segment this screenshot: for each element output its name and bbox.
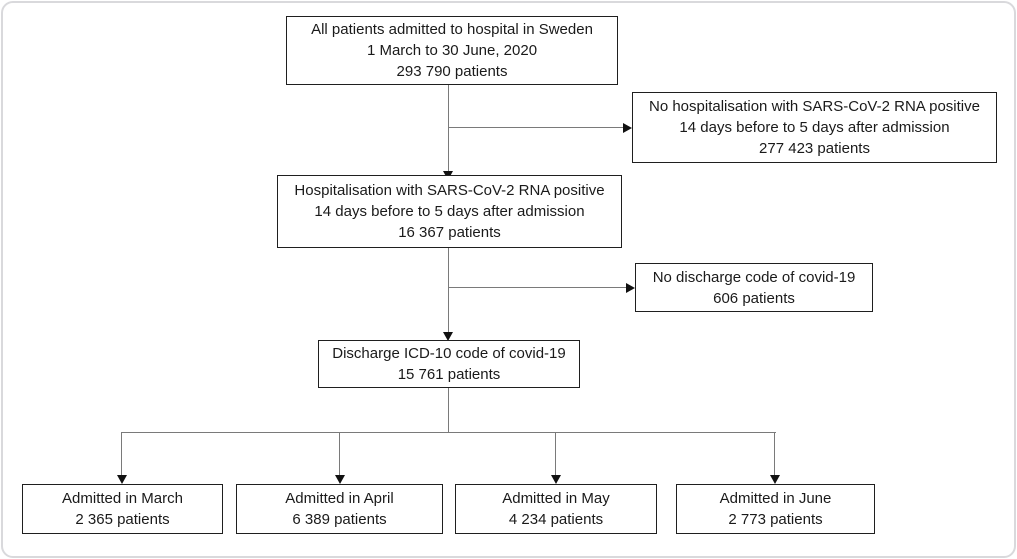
node-text-line: 1 March to 30 June, 2020: [366, 42, 538, 59]
connector-branch-no-hosp: [449, 127, 624, 129]
node-text-line: 15 761 patients: [397, 366, 501, 383]
flow-node-all-admitted: All patients admitted to hospital in Swe…: [286, 16, 618, 85]
node-text-line: 2 365 patients: [75, 511, 170, 528]
node-text-line: Admitted in April: [285, 490, 394, 507]
node-text-line: 4 234 patients: [508, 511, 604, 528]
node-text-line: Discharge ICD-10 code of covid-19: [332, 345, 566, 362]
flow-node-admitted-may: Admitted in May 4 234 patients: [455, 484, 657, 534]
node-text-line: 2 773 patients: [728, 511, 823, 528]
connector-drop-may: [555, 432, 557, 476]
flow-node-discharge-code: Discharge ICD-10 code of covid-19 15 761…: [318, 340, 580, 388]
flow-node-admitted-march: Admitted in March 2 365 patients: [22, 484, 223, 534]
flow-node-admitted-april: Admitted in April 6 389 patients: [236, 484, 443, 534]
node-text-line: 277 423 patients: [759, 140, 870, 157]
node-text-line: No discharge code of covid-19: [652, 268, 856, 286]
node-text-line: 606 patients: [713, 289, 795, 307]
arrowhead-down-icon: [117, 475, 127, 484]
node-text-line: Admitted in June: [719, 490, 832, 507]
node-text-line: All patients admitted to hospital in Swe…: [311, 21, 593, 38]
connector-drop-june: [774, 432, 776, 476]
node-text-line: 16 367 patients: [398, 224, 501, 241]
node-text-line: Admitted in March: [62, 490, 183, 507]
flow-node-hospitalisation: Hospitalisation with SARS-CoV-2 RNA posi…: [277, 175, 622, 248]
node-text-line: Hospitalisation with SARS-CoV-2 RNA posi…: [294, 182, 605, 199]
connector-split-horizontal: [122, 432, 776, 434]
flow-node-no-discharge-code: No discharge code of covid-19 606 patien…: [635, 263, 873, 312]
flow-node-no-hospitalisation: No hospitalisation with SARS-CoV-2 RNA p…: [632, 92, 997, 163]
flow-node-admitted-june: Admitted in June 2 773 patients: [676, 484, 875, 534]
node-text-line: 14 days before to 5 days after admission: [314, 203, 585, 220]
arrowhead-down-icon: [770, 475, 780, 484]
connector-drop-march: [121, 432, 123, 476]
node-text-line: 293 790 patients: [396, 63, 508, 80]
node-text-line: Admitted in May: [502, 490, 610, 507]
arrowhead-down-icon: [551, 475, 561, 484]
connector-hosp-to-discharge: [448, 248, 450, 335]
node-text-line: 14 days before to 5 days after admission: [679, 119, 950, 136]
connector-drop-april: [339, 432, 341, 476]
connector-all-to-hosp: [448, 85, 450, 175]
node-text-line: No hospitalisation with SARS-CoV-2 RNA p…: [649, 98, 980, 115]
arrowhead-right-icon: [626, 283, 635, 293]
connector-discharge-to-split: [448, 388, 450, 433]
arrowhead-right-icon: [623, 123, 632, 133]
node-text-line: 6 389 patients: [292, 511, 387, 528]
arrowhead-down-icon: [335, 475, 345, 484]
arrowhead-down-icon: [443, 332, 453, 341]
connector-branch-no-discharge: [449, 287, 626, 289]
